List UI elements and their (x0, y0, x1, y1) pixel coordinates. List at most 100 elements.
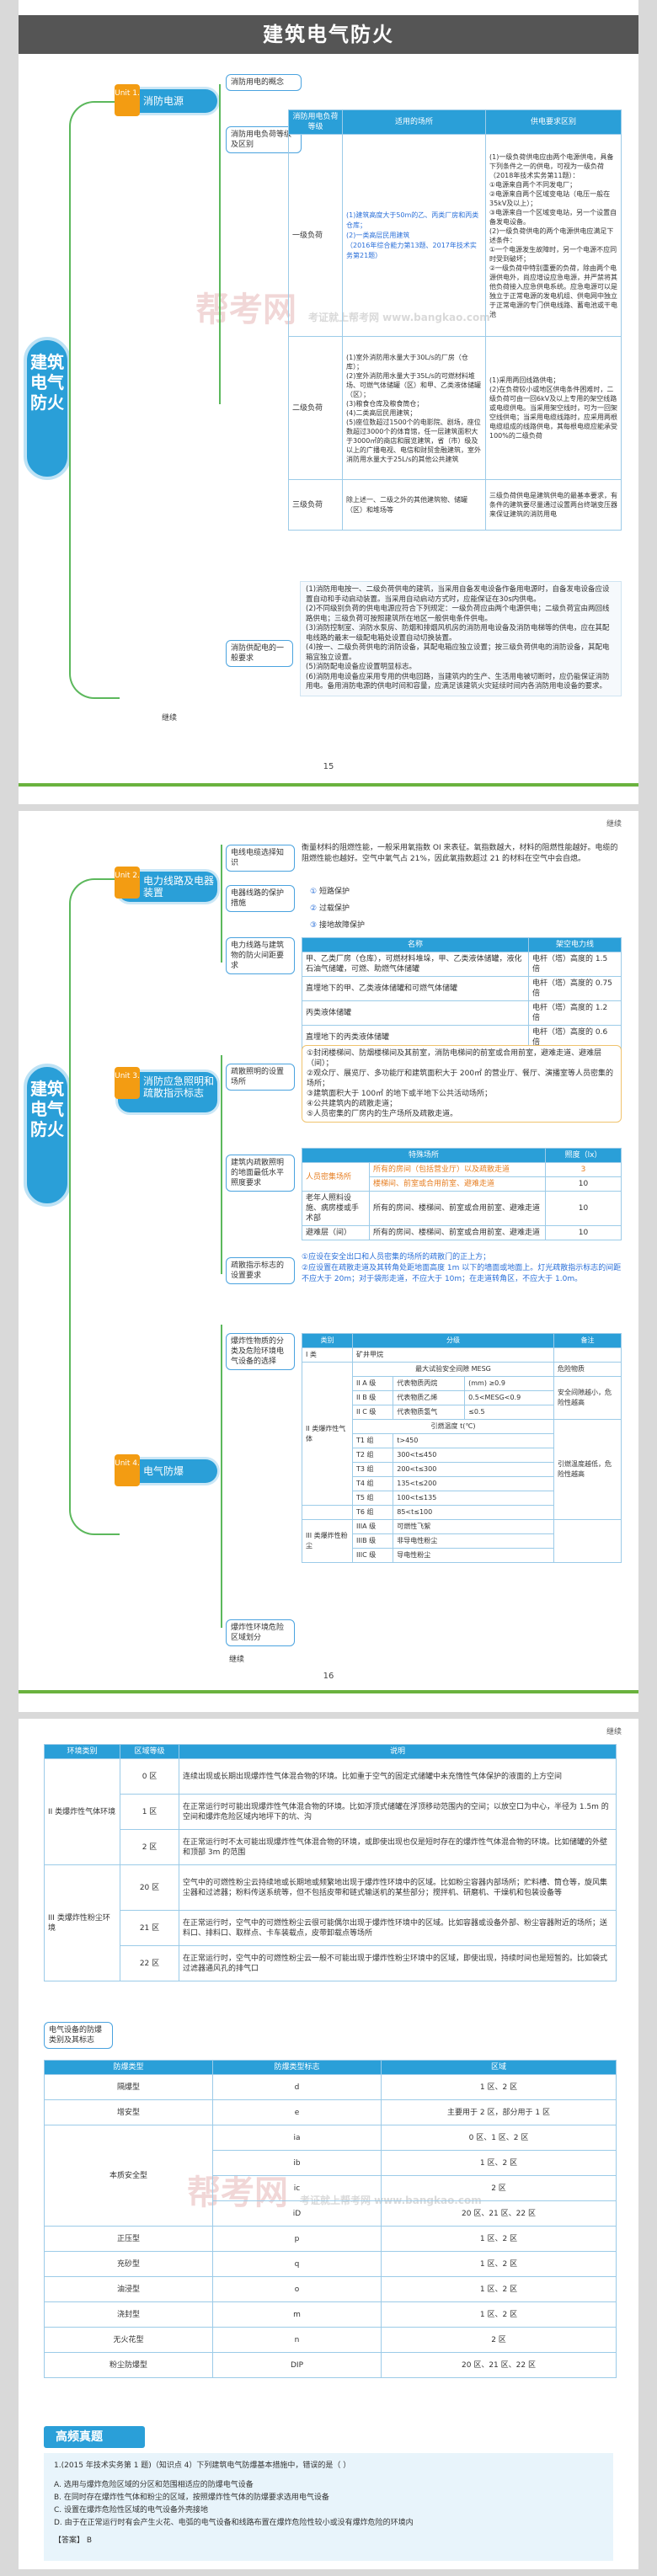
footer-line (19, 783, 638, 787)
list-item: ② 过载保护 (310, 904, 350, 913)
node-explosion: Unit 4. 电气防爆 (115, 1454, 217, 1486)
cell-places: 除上述一、二级之外的其他建筑物、储罐（区）和堆场等 (342, 479, 486, 531)
e-sign: 疏散指示标志的设置要求 (226, 1257, 295, 1284)
table-row: 2 区在正常运行时不太可能出现爆炸性气体混合物的环境，或即使出现也仅是短时存在的… (45, 1829, 617, 1865)
cell-req: 三级负荷供电是建筑供电的最基本要求，有条件的建筑要尽量通过设置两台终端变压器来保… (485, 479, 622, 531)
general-notes: (1)消防用电按一、二级负荷供电的建筑，当采用自备发电设备作备用电源时，自备发电… (300, 581, 622, 696)
th: 防爆类型标志 (212, 2060, 382, 2075)
connector (221, 1325, 222, 1628)
page-title: 建筑电气防火 (19, 15, 638, 54)
th-req: 供电要求区别 (485, 109, 622, 135)
table-row: 22 区在正常运行时，空气中的可燃性粉尘云一般不可能出现于爆炸性粉尘环境中的区域… (45, 1945, 617, 1981)
cell-req: (1)采用两回线路供电； (2)在负荷较小或地区供电条件困难时，二级负荷可由一回… (485, 336, 622, 480)
table-row: IIIC 级导电性粉尘 (302, 1548, 622, 1563)
th: 区域 (381, 2060, 617, 2075)
th: 特殊场所 (302, 1148, 546, 1163)
footer-line (19, 1690, 638, 1693)
table-row: II C 级代表物质氢气≤0.5 (302, 1405, 622, 1420)
e1-text: ①封闭楼梯间、防烟楼梯间及其前室，消防电梯间的前室或合用前室，避难走道、避难层（… (302, 1045, 622, 1123)
cell-places: (1)建筑高度大于50m的乙、丙类厂房和丙类仓库； (2)一类高层民用建筑 （2… (342, 134, 486, 337)
quiz-box: 1.(2015 年技术实务第 1 题)（知识点 4）下列建筑电气防爆基本措施中，… (44, 2453, 613, 2561)
sub-power-concept: 消防用电的概念 (226, 74, 302, 91)
th-places: 适用的场所 (342, 109, 486, 135)
distance-table: 名称架空电力线 甲、乙类厂房（仓库），可燃材料堆垛，甲、乙类液体储罐，液化石油气… (302, 937, 622, 1050)
th: 备注 (553, 1333, 622, 1348)
quiz-option: B. 在同时存在爆炸性气体和粉尘的区域，按照爆炸性气体的防爆要求选用电气设备 (54, 2493, 329, 2502)
cell-level: 三级负荷 (288, 479, 343, 531)
unit-badge: Unit 3. (115, 1067, 140, 1099)
x-classify: 爆炸性物质的分类及危险环境电气设备的选择 (226, 1333, 295, 1370)
cell-places: (1)室外消防用水量大于30L/s的厂房（仓库）； (2)室外消防用水量大于35… (342, 336, 486, 480)
table-row: 21 区在正常运行时，空气中的可燃性粉尘云很可能偶尔出现于爆炸性环境中的区域。比… (45, 1910, 617, 1946)
connector (219, 84, 221, 404)
connector (221, 1055, 222, 1274)
b-cable-knowledge: 电线电缆选择知识 (226, 845, 295, 872)
th: 分级 (352, 1333, 554, 1348)
quiz-question: 1.(2015 年技术实务第 1 题)（知识点 4）下列建筑电气防爆基本措施中，… (54, 2461, 351, 2470)
node-label: 电气防爆 (143, 1465, 184, 1477)
quiz-option: A. 选用与爆炸危险区域的分区和范围相适应的防爆电气设备 (54, 2481, 254, 2489)
table-row: 1 区在正常运行时可能出现爆炸性气体混合物的环境。比如浮顶式储罐在浮顶移动范围内… (45, 1794, 617, 1830)
node-power-supply: Unit 1. 消防电源 (115, 84, 217, 116)
node-label: 消防电源 (143, 95, 184, 107)
th: 名称 (302, 937, 529, 952)
th-level: 消防用电负荷等级 (288, 109, 343, 135)
list-item: ③ 接地故障保护 (310, 921, 365, 930)
th: 区域等级 (120, 1744, 179, 1759)
b-protect: 电器线路的保护措施 (226, 885, 295, 912)
high-freq-title: 高频真题 (44, 2426, 145, 2448)
branch-line (69, 878, 120, 1535)
th: 架空电力线 (528, 937, 622, 952)
th: 环境类别 (44, 1744, 120, 1759)
equip-label: 电气设备的防爆类别及其标志 (44, 2022, 113, 2049)
category-badge: 建筑电气防火 (24, 337, 71, 480)
table-row: 丙类液体储罐电杆（塔）高度的 1.2 倍 (302, 1000, 622, 1026)
header-right: 继续 (606, 820, 622, 829)
node-label: 电力线路及电器装置 (143, 875, 215, 899)
branch-line (69, 101, 120, 699)
page-2: 继续 建筑电气防火 Unit 2. 电力线路及电器装置 电线电缆选择知识 衡量材… (19, 811, 638, 1712)
page-number: 16 (323, 1672, 334, 1681)
sub-general-req: 消防供配电的一般要求 (226, 640, 293, 667)
x-zones: 爆炸性环境危险区域划分 (226, 1619, 295, 1646)
table-row: 直埋地下的甲、乙类液体储罐和可燃气体储罐电杆（塔）高度的 0.75 倍 (302, 976, 622, 1001)
node-label: 消防应急照明和疏散指示标志 (143, 1075, 215, 1099)
table-row: 二级负荷 (1)室外消防用水量大于30L/s的厂房（仓库）； (2)室外消防用水… (288, 336, 622, 480)
category-badge: 建筑电气防火 (24, 1064, 71, 1207)
e3-text: ①应设在安全出口和人员密集的场所的疏散门的正上方； ②应设置在疏散走道及其转角处… (302, 1253, 622, 1283)
cell-level: 二级负荷 (288, 336, 343, 480)
list-item: ① 短路保护 (310, 888, 350, 896)
e-evac-places: 疏散照明的设置场所 (226, 1064, 295, 1091)
watermark-text: 帮考网 (195, 291, 296, 329)
table-row: I 类矿井甲烷 (302, 1347, 622, 1363)
unit-badge: Unit 4. (115, 1454, 140, 1486)
unit-badge: Unit 1. (115, 84, 140, 116)
table-row: 一级负荷 (1)建筑高度大于50m的乙、丙类厂房和丙类仓库； (2)一类高层民用… (288, 134, 622, 337)
table-row: IIIB 级非导电性粉尘 (302, 1533, 622, 1549)
table-row: 引燃温度 t(℃)引燃温度越低，危险性越高 (302, 1419, 622, 1520)
node-emergency-light: Unit 3. 消防应急照明和疏散指示标志 (115, 1067, 217, 1112)
b-distance: 电力线路与建筑物的防火间距要求 (226, 937, 295, 974)
